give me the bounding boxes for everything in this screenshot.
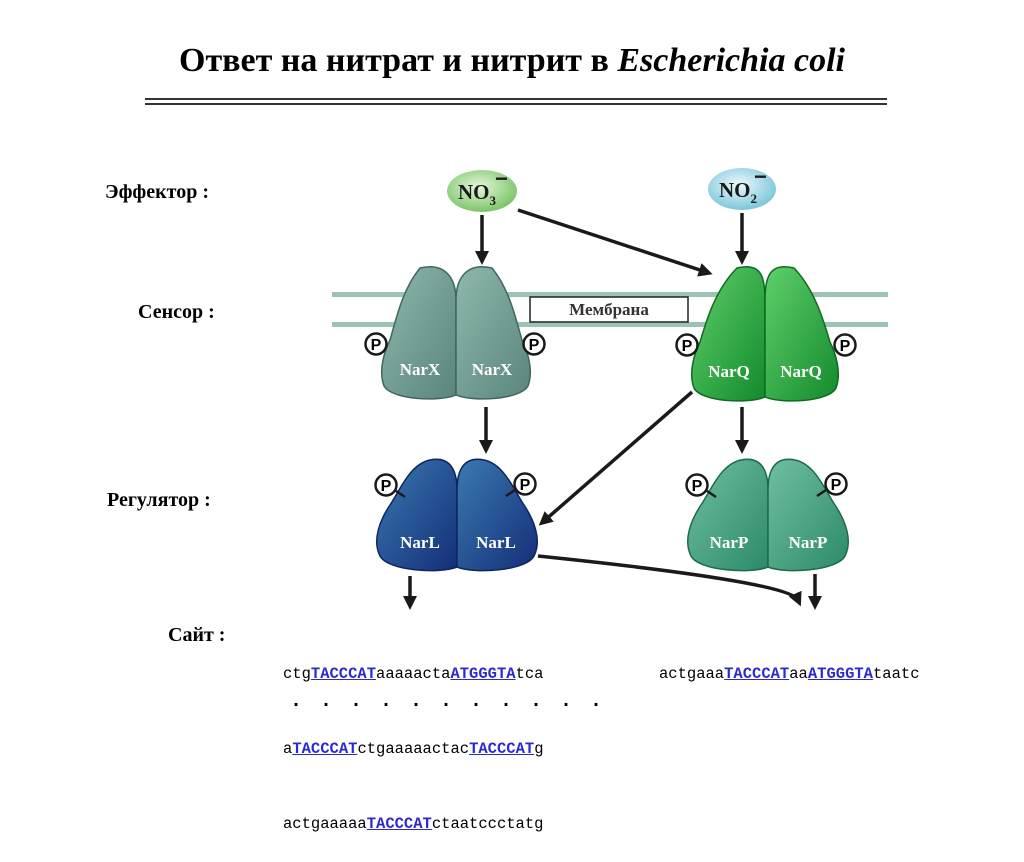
title-underline-top xyxy=(145,98,887,100)
effector-label: Эффектор : xyxy=(105,181,209,203)
nitrite-effector: NO2 − xyxy=(708,164,776,210)
site-label: Сайт : xyxy=(168,624,226,646)
site-sequence: aTACCCATctgaaaaactacTACCCATg xyxy=(283,737,544,762)
narp-left-subunit xyxy=(687,458,769,572)
flanking-sequence: aa xyxy=(789,665,808,683)
arrow-nitrate-to-narq xyxy=(517,208,713,277)
phospho-icon: P xyxy=(374,473,398,497)
nitrite-subscript: 2 xyxy=(751,191,758,206)
narq-right-subunit xyxy=(764,266,840,402)
flanking-sequence: taatc xyxy=(872,665,920,683)
narx-right-label: NarX xyxy=(472,360,513,379)
phospho-label: P xyxy=(840,338,851,355)
narp-left-label: NarP xyxy=(710,533,749,552)
binding-motif: TACCCAT xyxy=(366,815,432,833)
phospho-label: P xyxy=(529,337,540,354)
right-binding-sites: actgaaaTACCCATaaATGGGTAtaatc xyxy=(659,612,920,712)
flanking-sequence: g xyxy=(534,740,544,758)
svg-text:NO3: NO3 xyxy=(458,180,497,208)
narl-right-label: NarL xyxy=(476,533,516,552)
flanking-sequence: ctg xyxy=(283,665,311,683)
regulator-label: Регулятор : xyxy=(107,489,211,511)
nitrate-effector: NO3 − xyxy=(447,166,517,212)
binding-motif: ATGGGTA xyxy=(450,665,516,683)
arrow-narq-to-narl xyxy=(538,390,694,526)
site-sequence: actgaaaTACCCATaaATGGGTAtaatc xyxy=(659,662,920,687)
nitrate-charge: − xyxy=(495,166,508,191)
narp-dimer: NarP NarP xyxy=(687,458,849,572)
phospho-icon: P xyxy=(685,473,709,497)
narq-left-subunit xyxy=(690,266,766,402)
flanking-sequence: ctgaaaaactac xyxy=(357,740,470,758)
page-title: Ответ на нитрат и нитрит в Escherichia c… xyxy=(179,42,845,79)
phosphate-groups: P P P P P P P P xyxy=(364,332,857,499)
membrane xyxy=(332,292,888,327)
binding-motif: TACCCAT xyxy=(469,740,535,758)
narx-left-label: NarX xyxy=(400,360,441,379)
flanking-sequence: aaaaacta xyxy=(376,665,451,683)
membrane-label: Мембрана xyxy=(569,300,649,319)
phospho-label: P xyxy=(682,338,693,355)
binding-motif: TACCCAT xyxy=(310,665,377,683)
narq-right-label: NarQ xyxy=(780,362,822,381)
phospho-icon: P xyxy=(513,472,537,496)
binding-motif: TACCCAT xyxy=(292,740,358,758)
membrane-label-box xyxy=(529,296,689,323)
sensor-label: Сенсор : xyxy=(138,301,215,323)
flanking-sequence: actgaaaaa xyxy=(283,815,367,833)
narx-left-subunit xyxy=(380,266,457,400)
site-sequence: ctgTACCCATaaaaactaATGGGTAtca xyxy=(283,662,544,687)
nitrate-subscript: 3 xyxy=(490,193,497,208)
site-sequence: actgaaaaaTACCCATctaatccctatg xyxy=(283,812,544,837)
narx-dimer: NarX NarX xyxy=(380,266,532,400)
left-binding-sites: ctgTACCCATaaaaactaATGGGTAtca aTACCCATctg… xyxy=(283,612,544,862)
binding-motif: ATGGGTA xyxy=(807,665,873,683)
narp-right-label: NarP xyxy=(789,533,828,552)
sequence-ellipsis: . . . . . . . . . . . xyxy=(290,690,606,713)
nitrite-charge: − xyxy=(754,164,767,189)
nitrate-formula: NO xyxy=(458,180,490,204)
phospho-label: P xyxy=(381,478,392,495)
binding-motif: TACCCAT xyxy=(724,665,790,683)
svg-text:NO2: NO2 xyxy=(719,178,757,206)
phospho-icon: P xyxy=(522,332,546,356)
phospho-icon: P xyxy=(824,472,848,496)
narq-left-label: NarQ xyxy=(708,362,750,381)
phospho-label: P xyxy=(371,337,382,354)
pathway-diagram: Мембрана NO3 − NO2 − NarX NarX NarQ NarQ xyxy=(332,164,888,610)
title-underline-bottom xyxy=(145,103,887,105)
arrow-narl-to-right-site xyxy=(537,554,802,607)
flanking-sequence: ctaatccctatg xyxy=(431,815,544,833)
phospho-icon: P xyxy=(364,332,388,356)
narq-dimer: NarQ NarQ xyxy=(690,266,840,402)
phospho-icon: P xyxy=(675,333,699,357)
narl-dimer: NarL NarL xyxy=(376,458,538,572)
signal-arrows xyxy=(403,208,822,610)
flanking-sequence: a xyxy=(283,740,293,758)
narl-left-subunit xyxy=(376,458,458,572)
narl-left-label: NarL xyxy=(400,533,440,552)
phospho-label: P xyxy=(692,478,703,495)
nitrite-formula: NO xyxy=(719,178,751,202)
phospho-icon: P xyxy=(833,333,857,357)
narx-right-subunit xyxy=(455,266,532,400)
phospho-label: P xyxy=(831,477,842,494)
flanking-sequence: tca xyxy=(515,665,544,683)
phospho-label: P xyxy=(520,477,531,494)
flanking-sequence: actgaaa xyxy=(659,665,725,683)
